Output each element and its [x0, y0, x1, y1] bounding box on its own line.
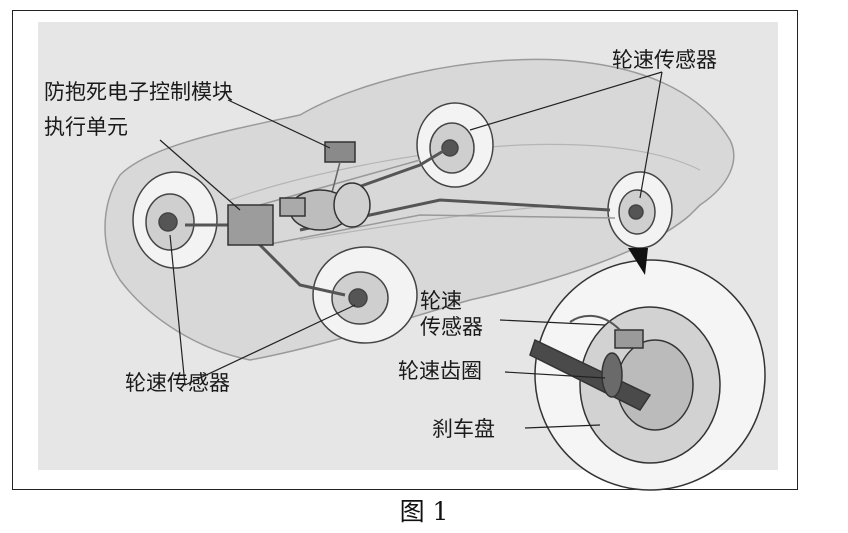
wheel-front-left [132, 171, 218, 269]
leader-lines [159, 71, 663, 429]
label-sensor-bottom-left: 轮速传感器 [125, 371, 230, 395]
car-body [104, 58, 735, 361]
label-brake-disc: 刹车盘 [432, 417, 495, 441]
label-sensor-top-right: 轮速传感器 [612, 48, 717, 72]
wheel-rear-left [416, 102, 494, 188]
wheel-rear-right [607, 171, 673, 249]
wheel-front-right [312, 246, 418, 344]
label-sensor-mid-line2: 传感器 [420, 315, 483, 339]
inset-brake-disc [529, 259, 766, 491]
label-gear-ring: 轮速齿圈 [398, 359, 482, 383]
figure-caption: 图 1 [399, 497, 449, 526]
label-sensor-mid-line1: 轮速 [420, 289, 462, 313]
label-abs-ecu: 防抱死电子控制模块 [44, 80, 233, 104]
label-actuator: 执行单元 [44, 115, 128, 139]
inset-pointer [628, 248, 648, 275]
actuator-unit [227, 182, 371, 246]
